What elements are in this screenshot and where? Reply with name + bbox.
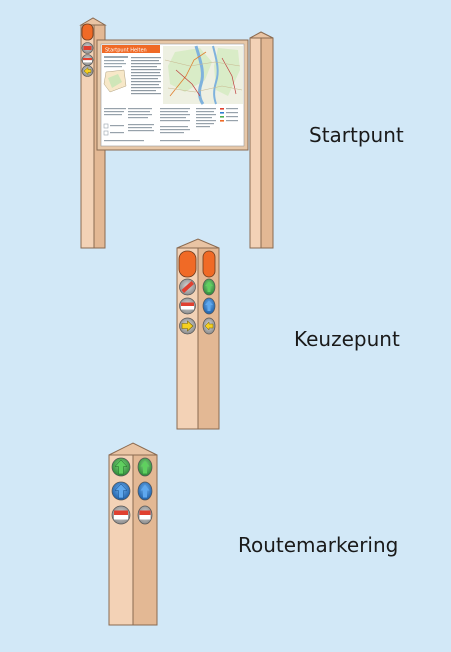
routemarkering-post bbox=[108, 442, 158, 626]
board-title-bar bbox=[102, 45, 160, 53]
board-map bbox=[163, 45, 243, 105]
board-title: Startpunt Helten bbox=[105, 48, 147, 54]
information-board: Startpunt Helten bbox=[96, 39, 249, 151]
startpunt-label: Startpunt bbox=[309, 123, 404, 147]
orange-marker bbox=[81, 23, 94, 41]
routemarkering-label: Routemarkering bbox=[238, 533, 399, 557]
orange-marker bbox=[178, 250, 197, 278]
keuzepunt-post bbox=[176, 238, 220, 430]
startpunt-sign: Startpunt Helten bbox=[79, 17, 274, 249]
orange-marker-side bbox=[202, 250, 216, 278]
keuzepunt-label: Keuzepunt bbox=[294, 327, 400, 351]
right-post bbox=[249, 31, 274, 249]
